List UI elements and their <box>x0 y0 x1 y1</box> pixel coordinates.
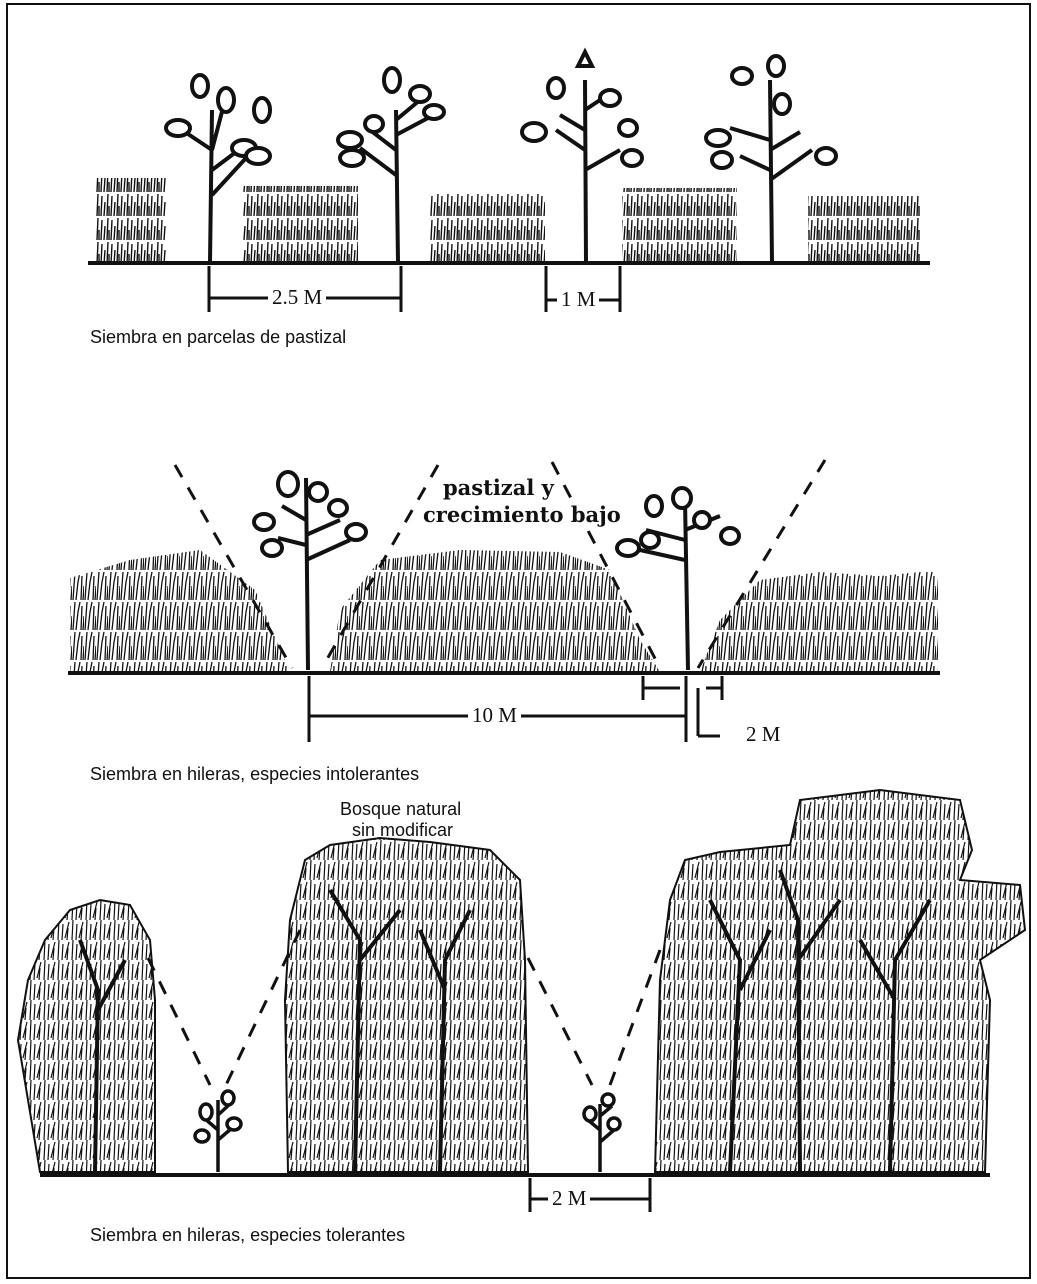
grass-block <box>430 192 545 262</box>
panel-3-caption: Siembra en hileras, especies tolerantes <box>90 1225 405 1246</box>
grass-block <box>622 188 737 262</box>
grass-block <box>243 186 358 262</box>
grass-block <box>808 196 920 262</box>
dimension-label-10m: 10 M <box>468 703 521 728</box>
dimension-label-2m-panel3: 2 M <box>548 1186 590 1211</box>
dimension-label-2-5m: 2.5 M <box>268 285 326 310</box>
forest-note-line1: Bosque natural <box>340 799 461 820</box>
seedling <box>195 1091 241 1172</box>
panel-1-illustration <box>88 52 930 312</box>
panel-1-caption: Siembra en parcelas de pastizal <box>90 327 346 348</box>
grassland-note-line2: crecimiento bajo <box>420 502 624 527</box>
forest-note-line2: sin modificar <box>352 820 453 841</box>
grass-block <box>96 178 166 262</box>
seedling <box>584 1094 620 1172</box>
grassland-note-line1: pastizal y <box>440 475 557 500</box>
panel-2-caption: Siembra en hileras, especies intolerante… <box>90 764 419 785</box>
panel-3-illustration <box>18 790 1025 1212</box>
dimension-label-2m-panel2: 2 M <box>742 722 784 747</box>
dimension-label-1m: 1 M <box>557 287 599 312</box>
